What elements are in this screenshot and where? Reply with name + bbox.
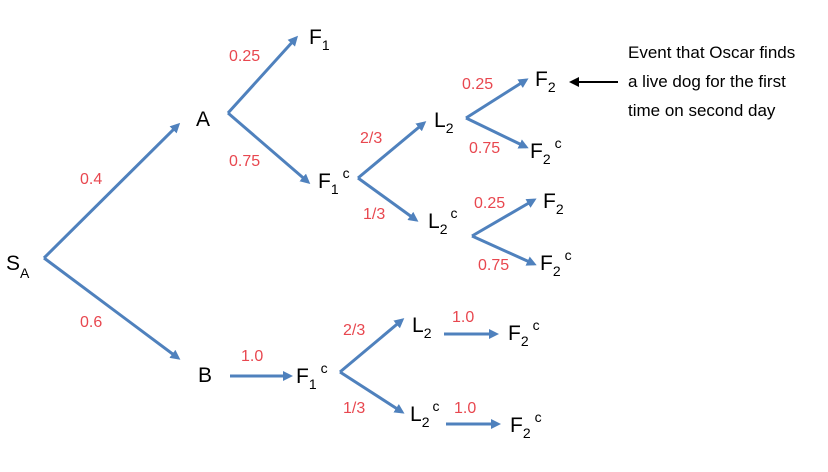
node-a: A xyxy=(196,108,210,131)
node-a-l2c: L2c xyxy=(428,205,457,237)
prob-bf1c-l2c: 1/3 xyxy=(343,400,365,417)
edge-al2c-to-f2 xyxy=(471,198,537,238)
nodes: SA A B F1 F1c L2 L2c F2 F2c F2 F2c F1c L… xyxy=(6,26,572,441)
edge-sa-to-a xyxy=(42,122,181,260)
node-a-l2-f2: F2 xyxy=(535,68,556,95)
edge-al2-to-f2 xyxy=(465,78,529,120)
node-a-l2: L2 xyxy=(434,109,454,136)
prob-al2c-f2: 0.25 xyxy=(474,195,505,212)
edge-af1c-to-l2 xyxy=(357,121,427,180)
edge-bf1c-to-l2c xyxy=(339,370,405,414)
node-b-l2c-f2c: F2c xyxy=(510,409,542,441)
prob-sa-a: 0.4 xyxy=(80,171,102,188)
prob-bf1c-l2: 2/3 xyxy=(343,322,365,339)
edge-af1c-to-l2c xyxy=(357,176,419,222)
node-a-f1c: F1c xyxy=(318,165,350,197)
edge-al2c-to-f2c xyxy=(471,234,537,266)
edge-al2-to-f2c xyxy=(465,116,529,149)
node-b: B xyxy=(198,364,212,387)
node-a-l2c-f2: F2 xyxy=(543,190,564,217)
prob-b-f1c: 1.0 xyxy=(241,348,263,365)
prob-bl2-f2c: 1.0 xyxy=(452,309,474,326)
edge-bf1c-to-l2 xyxy=(339,318,405,374)
node-b-l2-f2c: F2c xyxy=(508,317,540,349)
prob-af1c-l2c: 1/3 xyxy=(363,206,385,223)
edge-a-to-f1 xyxy=(226,35,299,115)
prob-al2-f2c: 0.75 xyxy=(469,140,500,157)
annotation-line-2: a live dog for the first xyxy=(628,72,786,91)
annotation: Event that Oscar finds a live dog for th… xyxy=(569,43,795,120)
node-a-l2-f2c: F2c xyxy=(530,135,562,167)
node-a-f1: F1 xyxy=(309,26,330,53)
prob-af1c-l2: 2/3 xyxy=(360,130,382,147)
edge-a-to-f1c xyxy=(227,111,311,184)
probability-labels: 0.4 0.6 0.25 0.75 2/3 1/3 0.25 0.75 0.25… xyxy=(80,48,509,417)
prob-a-f1: 0.25 xyxy=(229,48,260,65)
node-sa: SA xyxy=(6,252,30,281)
prob-al2c-f2c: 0.75 xyxy=(478,257,509,274)
node-a-l2c-f2c: F2c xyxy=(540,247,572,279)
edge-sa-to-b xyxy=(43,256,181,360)
edges xyxy=(42,35,537,429)
prob-sa-b: 0.6 xyxy=(80,314,102,331)
annotation-line-1: Event that Oscar finds xyxy=(628,43,795,62)
prob-al2-f2: 0.25 xyxy=(462,76,493,93)
prob-a-f1c: 0.75 xyxy=(229,153,260,170)
prob-bl2c-f2c: 1.0 xyxy=(454,400,476,417)
node-b-l2c: L2c xyxy=(410,398,439,430)
node-b-l2: L2 xyxy=(412,314,432,341)
annotation-line-3: time on second day xyxy=(628,101,776,120)
node-b-f1c: F1c xyxy=(296,360,328,392)
